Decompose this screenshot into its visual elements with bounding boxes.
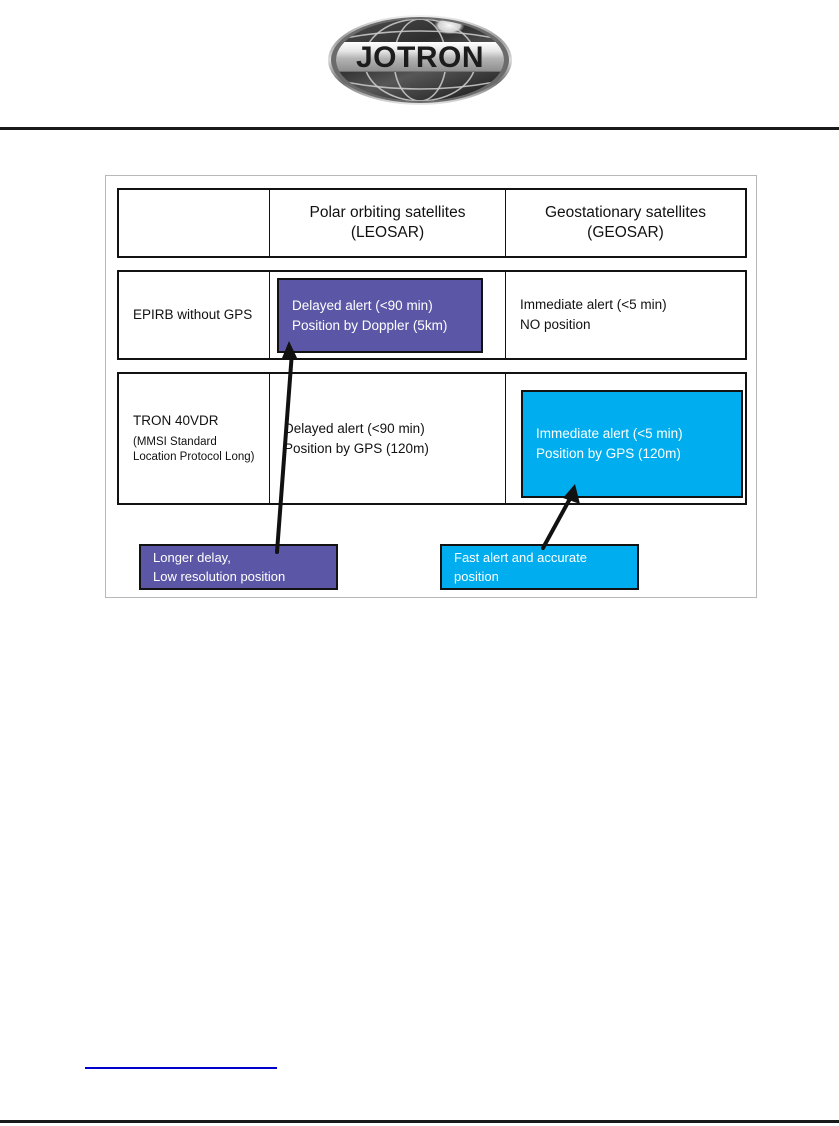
header-geosar-line2: (GEOSAR)	[587, 224, 664, 241]
row-label-tron-40vdr: TRON 40VDR (MMSI Standard Location Proto…	[119, 374, 269, 503]
cell-tron-leosar-line1: Delayed alert (<90 min)	[284, 420, 425, 436]
highlight-box-tron-geosar: Immediate alert (<5 min) Position by GPS…	[521, 390, 743, 498]
header-leosar-line1: Polar orbiting satellites	[309, 204, 466, 221]
cell-epirb-geosar-line1: Immediate alert (<5 min)	[520, 297, 667, 312]
column-divider-2	[505, 272, 506, 358]
highlight-epirb-leosar-line2: Position by Doppler (5km)	[292, 317, 448, 333]
header-cell-geosar: Geostationary satellites (GEOSAR)	[506, 190, 745, 256]
callout-fast-alert: Fast alert and accurate position	[440, 544, 639, 590]
jotron-logo: JOTRON	[0, 12, 839, 108]
highlight-tron-geosar-line1: Immediate alert (<5 min)	[536, 426, 683, 441]
callout-longer-delay: Longer delay, Low resolution position	[139, 544, 338, 590]
footer-divider	[0, 1120, 839, 1123]
header-divider	[0, 127, 839, 130]
callout-fast-alert-line1: Fast alert and accurate	[454, 550, 587, 565]
footnote-separator	[85, 1067, 277, 1069]
highlight-box-epirb-leosar: Delayed alert (<90 min) Position by Dopp…	[277, 278, 483, 353]
comparison-diagram: Polar orbiting satellites (LEOSAR) Geost…	[105, 175, 757, 598]
header-geosar-line1: Geostationary satellites	[544, 204, 707, 221]
column-divider-1	[269, 272, 270, 358]
callout-longer-delay-line2: Low resolution position	[153, 569, 286, 584]
row-label-sub-line1: (MMSI Standard	[133, 436, 217, 448]
table-header-row: Polar orbiting satellites (LEOSAR) Geost…	[117, 188, 747, 258]
column-divider-1	[269, 374, 270, 503]
column-divider-2	[505, 374, 506, 503]
row-label-epirb-without-gps: EPIRB without GPS	[119, 272, 269, 358]
row-label-main: EPIRB without GPS	[133, 307, 253, 322]
row-label-main: TRON 40VDR	[133, 413, 219, 428]
column-divider-2	[505, 190, 506, 256]
cell-tron-leosar: Delayed alert (<90 min) Position by GPS …	[270, 374, 505, 503]
highlight-epirb-leosar-line1: Delayed alert (<90 min)	[292, 297, 433, 313]
column-divider-1	[269, 190, 270, 256]
row-label-sub-line2: Location Protocol Long)	[133, 451, 255, 463]
header-cell-leosar: Polar orbiting satellites (LEOSAR)	[270, 190, 505, 256]
header-leosar-line2: (LEOSAR)	[350, 224, 425, 241]
globe-ellipse-logo: JOTRON	[327, 15, 512, 105]
callout-fast-alert-line2: position	[454, 569, 499, 584]
highlight-tron-geosar-line2: Position by GPS (120m)	[536, 446, 681, 461]
cell-tron-leosar-line2: Position by GPS (120m)	[284, 440, 429, 456]
header-cell-corner	[119, 190, 269, 256]
callout-longer-delay-line1: Longer delay,	[153, 550, 231, 565]
cell-epirb-geosar-line2: NO position	[520, 317, 591, 332]
logo-wordmark: JOTRON	[355, 41, 483, 74]
cell-epirb-geosar: Immediate alert (<5 min) NO position	[506, 272, 745, 358]
